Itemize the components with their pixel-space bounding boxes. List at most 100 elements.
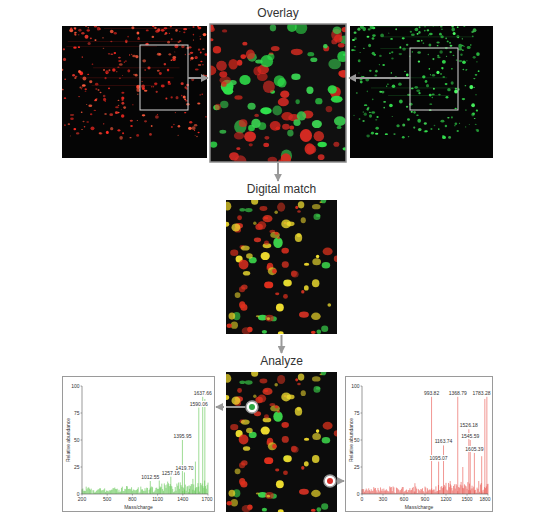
spot bbox=[198, 64, 202, 66]
spot bbox=[239, 208, 245, 212]
tick-label: 900 bbox=[420, 496, 429, 502]
spot bbox=[181, 95, 183, 97]
spot bbox=[154, 83, 157, 85]
spot bbox=[354, 46, 357, 47]
spot bbox=[340, 70, 346, 78]
spot bbox=[234, 95, 242, 100]
spot bbox=[169, 32, 170, 34]
spot bbox=[203, 33, 207, 36]
spot bbox=[277, 78, 286, 87]
spot bbox=[323, 422, 333, 430]
spot bbox=[230, 250, 238, 256]
spot bbox=[372, 37, 375, 40]
spot bbox=[423, 42, 425, 43]
spot bbox=[264, 217, 268, 219]
spot bbox=[445, 125, 447, 128]
spot bbox=[270, 232, 280, 238]
spot bbox=[272, 444, 277, 449]
spot bbox=[473, 78, 475, 79]
spot bbox=[375, 70, 377, 73]
spot bbox=[114, 32, 117, 35]
spot bbox=[392, 84, 396, 88]
spot bbox=[398, 83, 402, 86]
spot bbox=[165, 98, 167, 100]
spot bbox=[449, 51, 452, 53]
spot bbox=[127, 69, 130, 72]
spot bbox=[327, 303, 331, 307]
spot bbox=[241, 420, 250, 425]
spot bbox=[124, 61, 126, 62]
spot bbox=[428, 54, 429, 55]
tick-label: 50 bbox=[73, 437, 80, 443]
spot bbox=[460, 54, 463, 56]
spot bbox=[84, 126, 86, 127]
spot bbox=[369, 70, 372, 72]
spot bbox=[174, 51, 175, 53]
spot bbox=[283, 455, 291, 462]
spot bbox=[267, 495, 270, 498]
spot bbox=[210, 141, 217, 147]
spot bbox=[243, 446, 250, 451]
spot bbox=[161, 84, 165, 87]
spot bbox=[142, 59, 146, 62]
spot bbox=[181, 82, 184, 85]
spot bbox=[295, 24, 308, 34]
spot bbox=[242, 505, 251, 512]
spot bbox=[416, 115, 419, 116]
spot bbox=[281, 422, 289, 428]
spot bbox=[146, 30, 149, 32]
spot bbox=[115, 111, 118, 114]
spot bbox=[239, 260, 249, 270]
spot bbox=[202, 48, 204, 50]
spot bbox=[278, 98, 289, 107]
spot bbox=[291, 271, 298, 277]
spot bbox=[418, 61, 420, 63]
spot bbox=[301, 217, 306, 223]
spot bbox=[157, 53, 160, 56]
spot bbox=[406, 106, 408, 108]
spot bbox=[271, 46, 280, 51]
spot bbox=[104, 77, 106, 79]
spot bbox=[432, 93, 435, 95]
spot bbox=[117, 129, 120, 131]
spot bbox=[153, 26, 154, 27]
spot bbox=[149, 133, 152, 136]
spot bbox=[363, 111, 364, 113]
spot bbox=[137, 120, 138, 121]
spot bbox=[175, 112, 176, 113]
spot bbox=[103, 95, 106, 98]
spot bbox=[316, 387, 321, 390]
spot bbox=[235, 292, 241, 298]
spectrum-trace bbox=[362, 397, 488, 494]
spot bbox=[114, 52, 117, 54]
tick-label: 800 bbox=[128, 496, 137, 502]
spot bbox=[457, 26, 459, 28]
spot bbox=[268, 442, 277, 450]
spot bbox=[371, 132, 374, 134]
spot bbox=[188, 127, 192, 130]
spot bbox=[74, 27, 77, 29]
spot bbox=[371, 132, 374, 135]
spot bbox=[256, 492, 260, 494]
spot bbox=[323, 247, 333, 255]
spot bbox=[446, 96, 449, 99]
spot bbox=[375, 119, 377, 120]
spot bbox=[272, 269, 277, 274]
spot bbox=[220, 101, 228, 108]
spot bbox=[337, 51, 346, 62]
spot bbox=[283, 279, 291, 286]
spot bbox=[62, 89, 64, 91]
spot bbox=[95, 88, 97, 89]
spot bbox=[137, 31, 140, 34]
spot bbox=[74, 32, 77, 34]
spot bbox=[244, 131, 256, 141]
spot bbox=[81, 88, 82, 89]
spot bbox=[275, 232, 279, 235]
spot bbox=[70, 135, 71, 137]
spot bbox=[74, 28, 76, 30]
spot bbox=[367, 107, 369, 109]
spot bbox=[367, 36, 370, 38]
match-gel bbox=[226, 200, 337, 334]
spot bbox=[391, 72, 392, 73]
spot bbox=[406, 74, 409, 77]
